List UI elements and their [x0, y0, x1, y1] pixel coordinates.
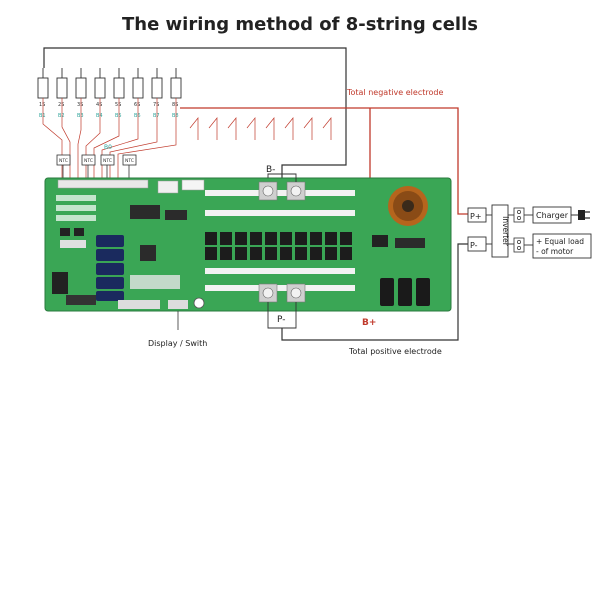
- mosfet: [265, 247, 277, 260]
- balance-wire-end: [322, 117, 332, 140]
- balance-wire: [117, 98, 177, 180]
- balance-wire-end: [189, 117, 199, 140]
- mosfet: [340, 247, 352, 260]
- balance-wire-end: [303, 117, 313, 140]
- cell-id-label: 5S: [115, 102, 121, 108]
- b-minus-wire: [43, 47, 347, 178]
- charger-label: Charger: [536, 211, 569, 220]
- ntc-label: NTC: [84, 158, 93, 164]
- balance-label: B2: [58, 113, 65, 119]
- mosfet: [295, 247, 307, 260]
- balance-label: B8: [172, 113, 179, 119]
- ntc-label: NTC: [59, 158, 68, 164]
- cell-id-label: 8S: [172, 102, 178, 108]
- cell-id-label: 2S: [58, 102, 64, 108]
- cell-id-label: 6S: [134, 102, 140, 108]
- balance-wire-end: [227, 117, 237, 140]
- mosfet: [205, 247, 217, 260]
- total-positive-label: Total positive electrode: [348, 347, 442, 356]
- cell-group: 1S B1 2S B2 3S B3 4S B4 5S B5 6S B6 7S B7 8S B8: [37, 68, 182, 119]
- ntc-sensor: [122, 154, 137, 166]
- inverter-box: [491, 204, 509, 258]
- mosfet: [220, 232, 232, 245]
- balance-wires: [42, 98, 332, 180]
- cell-id-label: 7S: [153, 102, 159, 108]
- ntc-label: NTC: [103, 158, 112, 164]
- balance-label: B1: [39, 113, 46, 119]
- cell-id-label: 4S: [96, 102, 102, 108]
- cell-id-label: 1S: [39, 102, 45, 108]
- mosfet: [325, 232, 337, 245]
- mosfet: [340, 232, 352, 245]
- balance-label: B3: [77, 113, 84, 119]
- b0-label: B0: [104, 144, 112, 151]
- balance-wire: [93, 98, 120, 180]
- balance-wire: [42, 98, 63, 180]
- mosfet: [265, 232, 277, 245]
- mosfet: [235, 247, 247, 260]
- total-negative-label: Total negative electrode: [346, 88, 443, 97]
- load-box: [532, 233, 592, 259]
- p-minus-right-label: P-: [470, 241, 478, 250]
- total-positive-wire: [281, 243, 468, 341]
- load-label-line1: + Equal load: [536, 237, 584, 246]
- balance-wire-end: [284, 117, 294, 140]
- p-plus-label: P+: [470, 212, 482, 221]
- ntc-sensor: [100, 154, 115, 166]
- cell-id-label: 3S: [77, 102, 83, 108]
- plug-icon: [571, 210, 590, 220]
- balance-label: B4: [96, 113, 103, 119]
- p-minus-label: P-: [277, 315, 285, 325]
- mosfet: [295, 232, 307, 245]
- ntc-sensor: [56, 154, 71, 166]
- balance-label: B7: [153, 113, 160, 119]
- mosfet: [220, 247, 232, 260]
- balance-wire-end: [208, 117, 218, 140]
- inverter-label: Inverter: [501, 216, 510, 247]
- mosfet: [280, 232, 292, 245]
- mosfet: [205, 232, 217, 245]
- mosfet: [235, 232, 247, 245]
- diagram-title: The wiring method of 8-string cells: [121, 14, 478, 35]
- balance-label: B6: [134, 113, 141, 119]
- mosfet: [280, 247, 292, 260]
- balance-wire: [109, 98, 158, 180]
- bms-board: [44, 177, 452, 312]
- b-plus-label: B+: [362, 318, 376, 328]
- balance-label: B5: [115, 113, 122, 119]
- ntc-sensors: NTC NTC NTC NTC: [56, 154, 137, 180]
- load-label-line2: - of motor: [536, 247, 574, 256]
- total-negative-wire: [180, 107, 468, 215]
- mosfet: [310, 232, 322, 245]
- b-minus-label: B-: [266, 165, 275, 175]
- mosfet: [250, 232, 262, 245]
- ntc-label: NTC: [125, 158, 134, 164]
- balance-wire: [77, 98, 82, 180]
- balance-wire-end: [246, 117, 256, 140]
- mosfet: [325, 247, 337, 260]
- balance-wire-end: [265, 117, 275, 140]
- ntc-sensor: [81, 154, 96, 166]
- mosfet: [310, 247, 322, 260]
- mosfet: [250, 247, 262, 260]
- display-switch-label: Display / Swith: [148, 339, 207, 348]
